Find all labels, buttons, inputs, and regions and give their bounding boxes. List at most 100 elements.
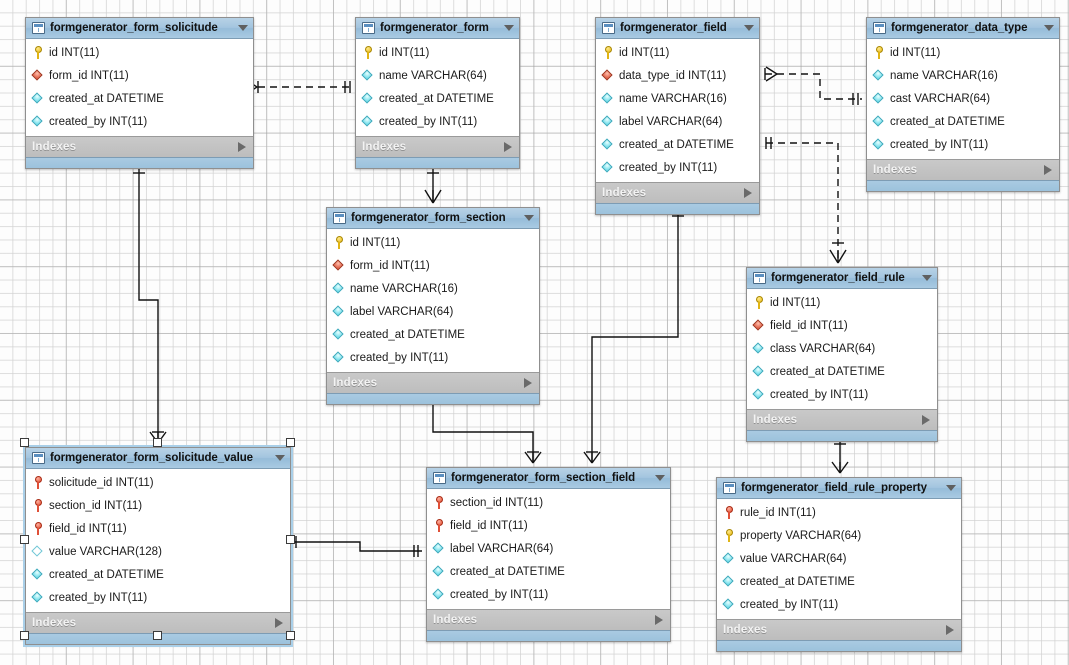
- indexes-section-form_section[interactable]: Indexes: [327, 372, 539, 393]
- indexes-section-data_type[interactable]: Indexes: [867, 159, 1059, 180]
- column-row[interactable]: created_at DATETIME: [327, 323, 539, 346]
- selection-handle-ne[interactable]: [286, 438, 295, 447]
- column-row[interactable]: label VARCHAR(64): [596, 110, 759, 133]
- selection-handle-n[interactable]: [153, 438, 162, 447]
- column-row[interactable]: id INT(11): [867, 41, 1059, 64]
- column-row[interactable]: name VARCHAR(16): [596, 87, 759, 110]
- column-row[interactable]: created_at DATETIME: [26, 87, 253, 110]
- column-row[interactable]: value VARCHAR(64): [717, 547, 961, 570]
- rel-solicitude-form[interactable]: [245, 79, 351, 95]
- indexes-section-field_rule[interactable]: Indexes: [747, 409, 937, 430]
- column-row[interactable]: class VARCHAR(64): [747, 337, 937, 360]
- indexes-section-form_section_field[interactable]: Indexes: [427, 609, 670, 630]
- column-row[interactable]: form_id INT(11): [327, 254, 539, 277]
- chevron-down-icon[interactable]: [275, 455, 285, 461]
- column-row[interactable]: id INT(11): [26, 41, 253, 64]
- column-row[interactable]: rule_id INT(11): [717, 501, 961, 524]
- column-row[interactable]: created_at DATETIME: [356, 87, 519, 110]
- column-row[interactable]: label VARCHAR(64): [427, 537, 670, 560]
- table-header-form_section[interactable]: formgenerator_form_section: [327, 208, 539, 229]
- chevron-down-icon[interactable]: [946, 485, 956, 491]
- column-row[interactable]: created_at DATETIME: [26, 563, 290, 586]
- expand-arrow-icon[interactable]: [524, 378, 532, 388]
- expand-arrow-icon[interactable]: [1044, 165, 1052, 175]
- column-row[interactable]: property VARCHAR(64): [717, 524, 961, 547]
- column-row[interactable]: created_by INT(11): [26, 586, 290, 609]
- selection-handle-w[interactable]: [20, 535, 29, 544]
- rel-field-sectionfield[interactable]: [583, 206, 684, 464]
- chevron-down-icon[interactable]: [655, 475, 665, 481]
- column-row[interactable]: id INT(11): [596, 41, 759, 64]
- rel-field-fieldrule[interactable]: [765, 137, 847, 264]
- column-row[interactable]: cast VARCHAR(64): [867, 87, 1059, 110]
- selection-handle-se[interactable]: [286, 631, 295, 640]
- column-row[interactable]: value VARCHAR(128): [26, 540, 290, 563]
- selection-handle-s[interactable]: [153, 631, 162, 640]
- expand-arrow-icon[interactable]: [946, 625, 954, 635]
- column-row[interactable]: created_by INT(11): [867, 133, 1059, 156]
- column-row[interactable]: name VARCHAR(64): [356, 64, 519, 87]
- rel-field-datatype[interactable]: [764, 66, 862, 105]
- expand-arrow-icon[interactable]: [922, 415, 930, 425]
- column-row[interactable]: field_id INT(11): [747, 314, 937, 337]
- rel-solicitude-value[interactable]: [133, 163, 167, 444]
- column-row[interactable]: created_at DATETIME: [747, 360, 937, 383]
- column-row[interactable]: created_by INT(11): [747, 383, 937, 406]
- indexes-section-field_rule_property[interactable]: Indexes: [717, 619, 961, 640]
- column-row[interactable]: section_id INT(11): [427, 491, 670, 514]
- column-row[interactable]: id INT(11): [747, 291, 937, 314]
- column-row[interactable]: id INT(11): [356, 41, 519, 64]
- indexes-section-form[interactable]: Indexes: [356, 136, 519, 157]
- expand-arrow-icon[interactable]: [504, 142, 512, 152]
- column-row[interactable]: created_by INT(11): [356, 110, 519, 133]
- column-row[interactable]: created_by INT(11): [717, 593, 961, 616]
- column-row[interactable]: created_at DATETIME: [717, 570, 961, 593]
- column-row[interactable]: created_by INT(11): [327, 346, 539, 369]
- indexes-section-form_solicitude[interactable]: Indexes: [26, 136, 253, 157]
- rel-form-formsection[interactable]: [424, 163, 442, 204]
- expand-arrow-icon[interactable]: [655, 615, 663, 625]
- column-row[interactable]: field_id INT(11): [26, 517, 290, 540]
- column-row[interactable]: created_at DATETIME: [867, 110, 1059, 133]
- rel-value-sectionfield[interactable]: [283, 534, 422, 557]
- chevron-down-icon[interactable]: [922, 275, 932, 281]
- table-header-form_solicitude_value[interactable]: formgenerator_form_solicitude_value: [26, 448, 290, 469]
- expand-arrow-icon[interactable]: [238, 142, 246, 152]
- selection-handle-e[interactable]: [286, 535, 295, 544]
- selection-handle-nw[interactable]: [20, 438, 29, 447]
- expand-arrow-icon[interactable]: [275, 618, 283, 628]
- indexes-section-field[interactable]: Indexes: [596, 182, 759, 203]
- column-row[interactable]: section_id INT(11): [26, 494, 290, 517]
- chevron-down-icon[interactable]: [744, 25, 754, 31]
- chevron-down-icon[interactable]: [504, 25, 514, 31]
- table-header-field[interactable]: formgenerator_field: [596, 18, 759, 39]
- column-row[interactable]: name VARCHAR(16): [867, 64, 1059, 87]
- table-header-data_type[interactable]: formgenerator_data_type: [867, 18, 1059, 39]
- table-header-field_rule_property[interactable]: formgenerator_field_rule_property: [717, 478, 961, 499]
- column-row[interactable]: form_id INT(11): [26, 64, 253, 87]
- column-row[interactable]: created_by INT(11): [427, 583, 670, 606]
- column-row[interactable]: solicitude_id INT(11): [26, 471, 290, 494]
- rel-section-sectionfield[interactable]: [427, 395, 542, 464]
- table-header-form[interactable]: formgenerator_form: [356, 18, 519, 39]
- chevron-down-icon[interactable]: [1044, 25, 1054, 31]
- table-header-field_rule[interactable]: formgenerator_field_rule: [747, 268, 937, 289]
- chevron-down-icon[interactable]: [524, 215, 534, 221]
- selection-handle-sw[interactable]: [20, 631, 29, 640]
- expand-arrow-icon[interactable]: [744, 188, 752, 198]
- chevron-down-icon[interactable]: [238, 25, 248, 31]
- column-row[interactable]: data_type_id INT(11): [596, 64, 759, 87]
- column-row[interactable]: label VARCHAR(64): [327, 300, 539, 323]
- column-row[interactable]: name VARCHAR(16): [327, 277, 539, 300]
- table-header-form_section_field[interactable]: formgenerator_form_section_field: [427, 468, 670, 489]
- column-row[interactable]: created_at DATETIME: [427, 560, 670, 583]
- indexes-section-form_solicitude_value[interactable]: Indexes: [26, 612, 290, 633]
- table-header-form_solicitude[interactable]: formgenerator_form_solicitude: [26, 18, 253, 39]
